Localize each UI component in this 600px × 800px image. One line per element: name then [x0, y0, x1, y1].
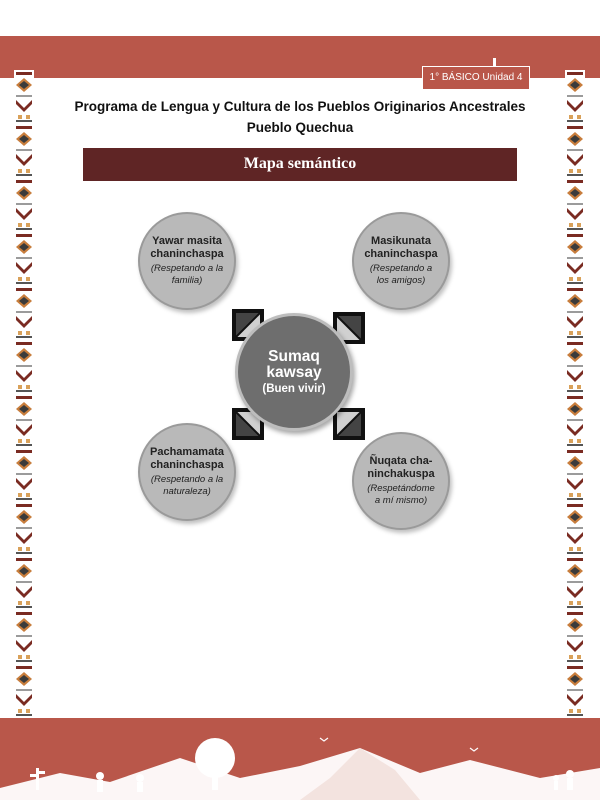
node-self: Ñuqata cha- ninchakuspa (Respetándome a …	[352, 432, 450, 530]
right-woven-border	[565, 70, 585, 720]
arrow-top-right-icon	[333, 312, 365, 344]
center-translation: (Buen vivir)	[262, 382, 326, 395]
section-title: Mapa semántico	[83, 148, 517, 181]
node-friends: Masikunata chaninchaspa (Respetando a lo…	[352, 212, 450, 310]
arrow-bottom-left-icon	[232, 408, 264, 440]
node-family-translation-1: (Respetando a la	[150, 263, 224, 274]
footer-landscape-illustration	[0, 737, 600, 800]
node-self-translation-2: a mí mismo)	[374, 495, 428, 506]
badge-connector	[493, 58, 496, 72]
top-margin	[0, 0, 600, 36]
node-self-label-2: ninchakuspa	[367, 468, 435, 480]
node-nature-label-1: Pachamamata	[150, 446, 224, 458]
node-nature-label-2: chaninchaspa	[150, 459, 224, 471]
node-friends-label-2: chaninchaspa	[364, 248, 438, 260]
left-woven-border	[14, 70, 34, 720]
node-nature: Pachamamata chaninchaspa (Respetando a l…	[138, 423, 236, 521]
center-word-1: Sumaq	[268, 347, 320, 365]
node-nature-translation-2: naturaleza)	[163, 486, 211, 497]
node-self-label-1: Ñuqata cha-	[369, 455, 433, 467]
node-friends-label-1: Masikunata	[371, 235, 431, 247]
program-title-line2: Pueblo Quechua	[246, 120, 354, 135]
semantic-map-diagram: Yawar masita chaninchaspa (Respetando a …	[128, 205, 478, 540]
center-word-2: kawsay	[266, 363, 322, 381]
node-friends-translation-1: (Respetando a	[369, 263, 433, 274]
program-title-line1: Programa de Lengua y Cultura de los Pueb…	[74, 99, 526, 114]
node-family-label-1: Yawar masita	[152, 235, 222, 247]
grade-unit-badge: 1° BÁSICO Unidad 4	[422, 66, 530, 90]
node-family-label-2: chaninchaspa	[150, 248, 224, 260]
center-node: Sumaq kawsay (Buen vivir)	[235, 313, 353, 431]
node-nature-translation-1: (Respetando a la	[150, 474, 224, 485]
node-friends-translation-2: los amigos)	[376, 275, 426, 286]
node-family: Yawar masita chaninchaspa (Respetando a …	[138, 212, 236, 310]
arrow-bottom-right-icon	[333, 408, 365, 440]
node-family-translation-2: familia)	[171, 275, 203, 286]
program-title: Programa de Lengua y Cultura de los Pueb…	[60, 96, 540, 138]
node-self-translation-1: (Respetándome	[367, 483, 435, 494]
